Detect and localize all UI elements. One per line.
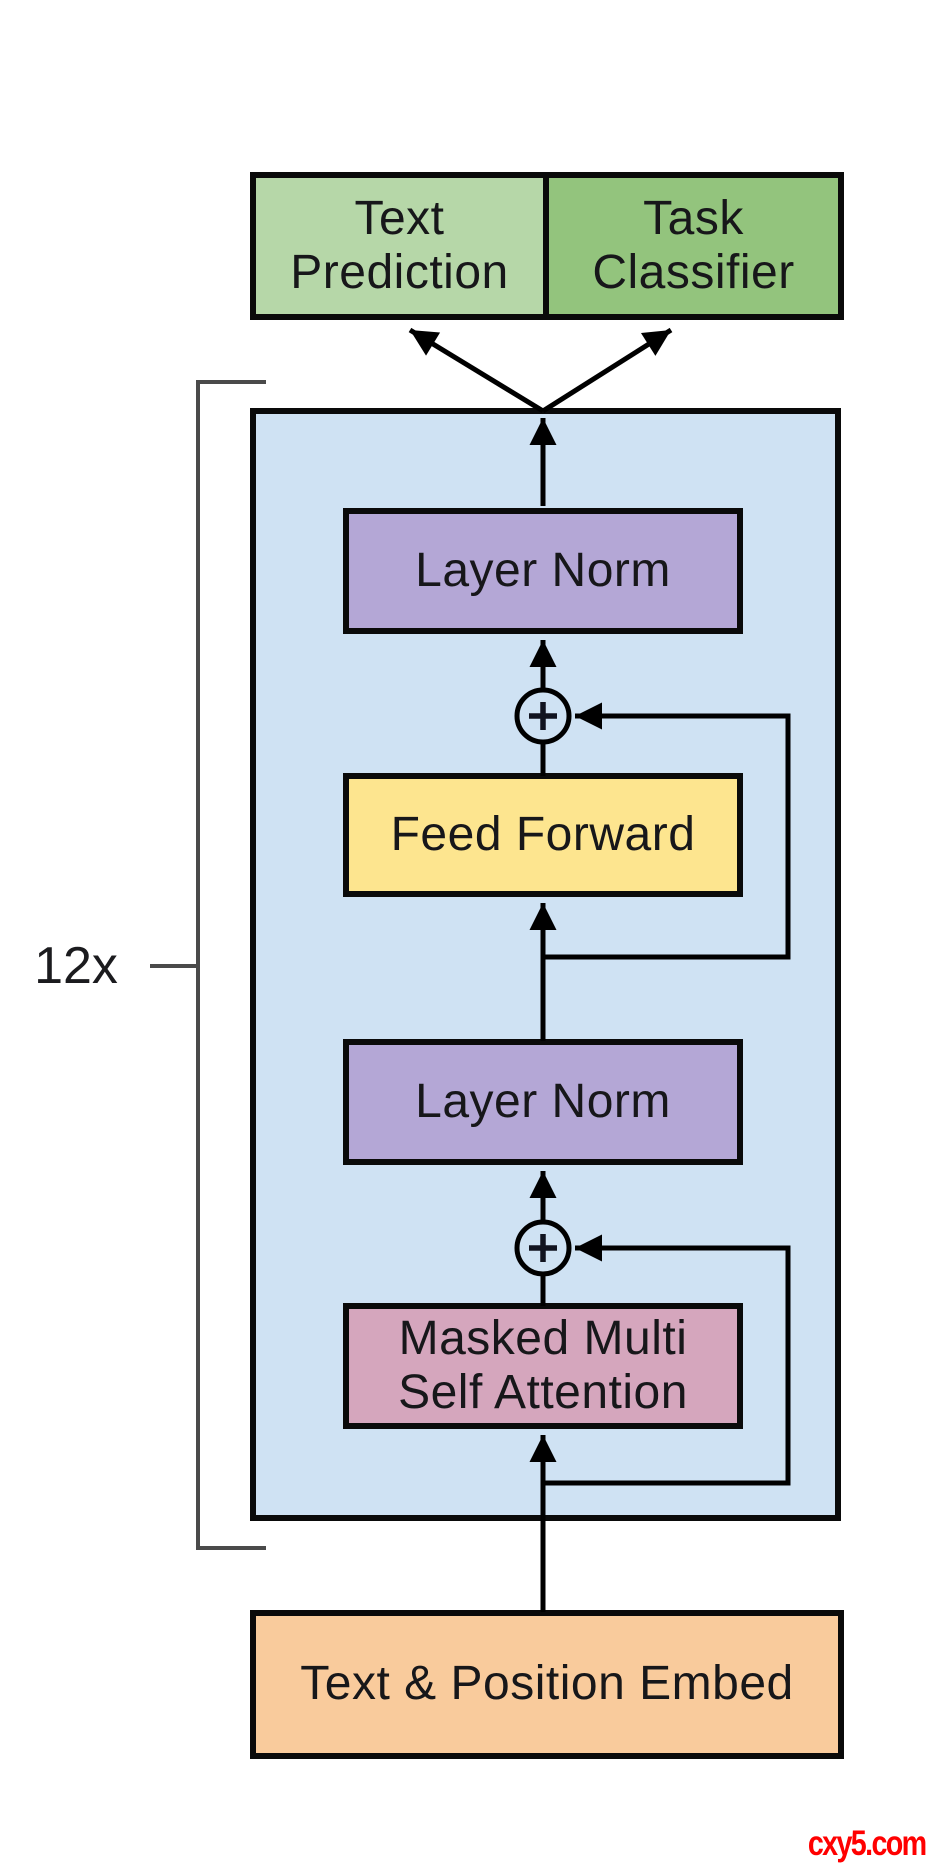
arrow-to-text-prediction [408,327,545,414]
text-prediction-box: Text Prediction [256,178,543,314]
task-classifier-box: Task Classifier [543,178,838,314]
watermark: cxy5.com [808,1824,927,1863]
task-classifier-label: Task Classifier [592,191,795,299]
layer-norm-bottom-label: Layer Norm [415,1074,671,1128]
masked-multi-self-attention-label: Masked Multi Self Attention [398,1311,688,1419]
text-position-embed-label: Text & Position Embed [300,1657,794,1711]
feed-forward-label: Feed Forward [390,807,696,861]
layer-norm-bottom-box: Layer Norm [343,1039,743,1165]
layer-norm-top-label: Layer Norm [415,543,671,597]
masked-multi-self-attention-box: Masked Multi Self Attention [343,1303,743,1429]
text-prediction-label: Text Prediction [290,191,509,299]
text-position-embed-box: Text & Position Embed [250,1610,844,1759]
layer-norm-top-box: Layer Norm [343,508,743,634]
output-heads-box: Text Prediction Task Classifier [250,172,844,320]
feed-forward-box: Feed Forward [343,773,743,897]
repeat-count-label: 12x [34,937,118,995]
arrow-to-task-classifier [541,327,673,414]
